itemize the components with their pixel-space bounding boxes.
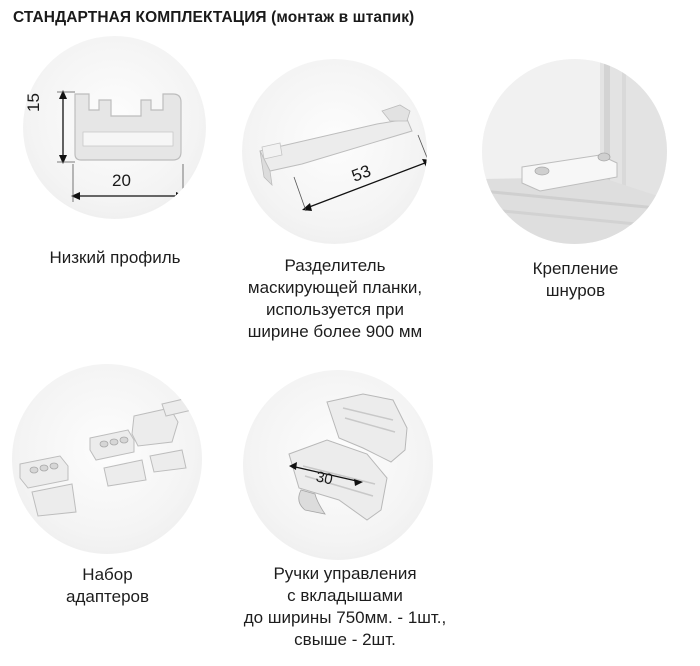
page-title: СТАНДАРТНАЯ КОМПЛЕКТАЦИЯ (монтаж в штапи… (13, 9, 415, 26)
cord-fastener-image (482, 59, 667, 244)
control-handles-image (243, 370, 433, 560)
adapter-set-caption: Набор адаптеров (65, 565, 150, 606)
cord-fastener-caption: Крепление шнуров (532, 259, 619, 300)
adapter-set-image (12, 364, 202, 554)
low-profile-image (23, 36, 206, 219)
low-profile-caption: Низкий профиль (49, 248, 181, 267)
handle-length-label: 30 (314, 468, 335, 489)
divider-caption: Разделитель маскирующей планки, использу… (247, 256, 423, 341)
profile-width-label: 20 (112, 171, 131, 190)
control-handles-caption: Ручки управления с вкладышами до ширины … (243, 564, 447, 649)
profile-height-label: 15 (24, 93, 43, 112)
divider-image (242, 59, 427, 244)
